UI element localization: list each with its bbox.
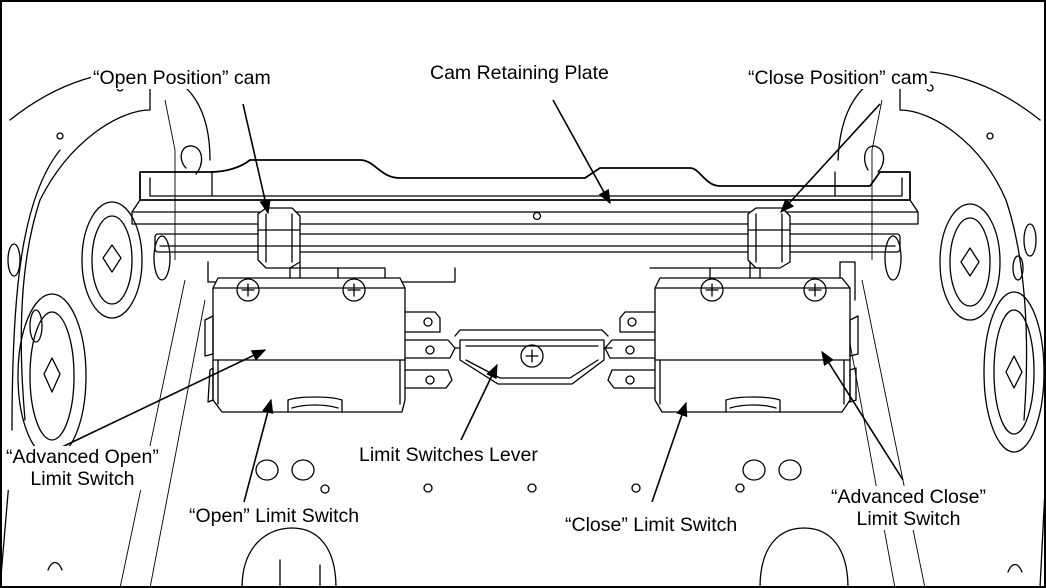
advanced-open-line2: Limit Switch	[30, 468, 135, 490]
left-side-plate	[0, 70, 211, 588]
open-position-cam	[257, 207, 301, 269]
arrow-advanced-close	[821, 350, 904, 481]
advanced-close-line2: Limit Switch	[856, 508, 961, 530]
callout-arrows	[59, 99, 904, 503]
arrow-cam-retaining-plate	[552, 99, 611, 205]
base-plate-features	[241, 459, 849, 588]
close-limit-switch-body	[604, 277, 859, 413]
label-open-position-cam: “Open Position” cam	[91, 67, 273, 89]
arrow-limit-switches-lever	[460, 363, 498, 441]
label-limit-switches-lever: Limit Switches Lever	[357, 444, 540, 466]
label-advanced-close-limit-switch: “Advanced Close” Limit Switch	[829, 486, 988, 530]
label-close-position-cam: “Close Position” cam	[746, 67, 930, 89]
advanced-open-line1: “Advanced Open”	[6, 446, 159, 468]
arrow-advanced-open	[59, 349, 267, 449]
open-limit-switch-body	[204, 277, 456, 413]
advanced-close-line1: “Advanced Close”	[831, 486, 986, 508]
label-advanced-open-limit-switch: “Advanced Open” Limit Switch	[4, 446, 161, 490]
close-position-cam	[747, 207, 791, 269]
arrow-open-position-cam	[242, 103, 271, 215]
label-open-limit-switch: “Open” Limit Switch	[187, 505, 362, 527]
arrow-close-limit-switch	[651, 401, 688, 503]
arrow-close-position-cam	[780, 103, 881, 214]
label-close-limit-switch: “Close” Limit Switch	[563, 514, 740, 536]
limit-switches-lever	[454, 329, 613, 385]
label-cam-retaining-plate: Cam Retaining Plate	[428, 62, 611, 84]
arrow-open-limit-switch	[243, 398, 274, 503]
cam-retaining-plate	[131, 145, 919, 281]
